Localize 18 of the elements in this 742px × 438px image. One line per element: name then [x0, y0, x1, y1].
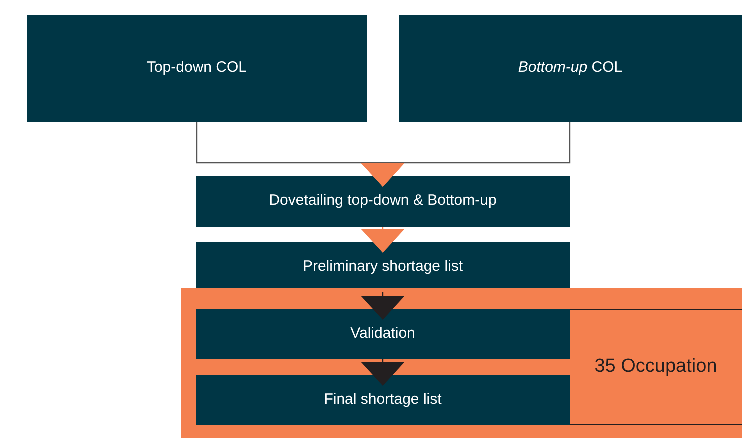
arrow	[361, 122, 571, 187]
process-box	[196, 309, 570, 359]
box-label: Preliminary shortage list	[302, 256, 464, 277]
box-label: Top-down COL	[146, 58, 248, 78]
box-label: Dovetailing top-down & Bottom-up	[268, 191, 498, 212]
arrow	[361, 227, 405, 253]
highlight-band	[181, 288, 742, 438]
process-box	[196, 176, 570, 227]
box-label: Validation	[350, 324, 416, 344]
arrow	[361, 292, 405, 320]
box-label: Bottom-up COL	[517, 58, 624, 78]
process-box	[196, 375, 570, 425]
box-label: Final shortage list	[323, 390, 443, 410]
process-box	[399, 15, 742, 122]
arrow	[361, 359, 405, 386]
count-panel	[570, 309, 742, 425]
box-label: 35 Occupation	[594, 354, 718, 379]
process-box	[27, 15, 367, 122]
